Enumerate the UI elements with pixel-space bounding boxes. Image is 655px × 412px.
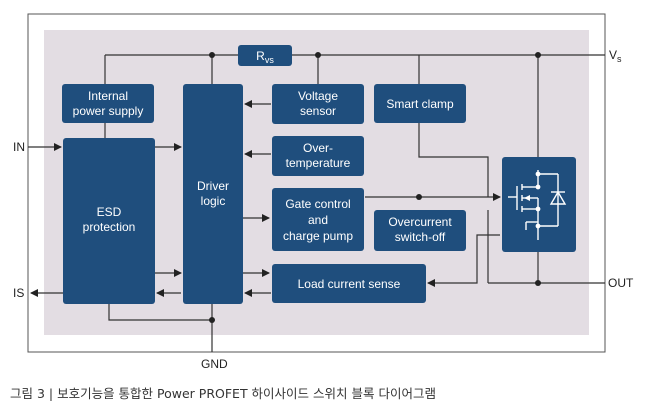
over-temperature-block: Over- temperature [272, 136, 364, 176]
svg-text:switch-off: switch-off [395, 230, 446, 244]
mosfet-symbol-icon [508, 170, 567, 240]
svg-text:ESD: ESD [97, 205, 122, 219]
smart-clamp-block: Smart clamp [374, 84, 466, 123]
svg-text:Internal: Internal [88, 89, 128, 103]
pin-is-label: IS [13, 286, 24, 300]
load-current-sense-block: Load current sense [272, 264, 426, 303]
pin-out-label: OUT [608, 276, 634, 290]
internal-power-supply-block: Internal power supply [62, 84, 154, 123]
voltage-sensor-block: Voltage sensor [272, 84, 364, 124]
svg-text:power supply: power supply [73, 104, 144, 118]
svg-text:charge pump: charge pump [283, 229, 353, 243]
power-mosfet-block [502, 157, 576, 252]
pin-in-label: IN [13, 140, 25, 154]
svg-text:Load current sense: Load current sense [298, 277, 401, 291]
figure-caption: 그림 3 | 보호기능을 통합한 Power PROFET 하이사이드 스위치 … [10, 386, 436, 401]
svg-text:Rvs: Rvs [256, 49, 274, 65]
driver-logic-block: Driver logic [183, 84, 243, 304]
svg-text:and: and [308, 213, 328, 227]
overcurrent-switch-off-block: Overcurrent switch-off [374, 210, 466, 251]
svg-text:logic: logic [201, 194, 226, 208]
svg-text:Voltage: Voltage [298, 89, 338, 103]
gate-control-charge-pump-block: Gate control and charge pump [272, 188, 364, 251]
svg-text:sensor: sensor [300, 104, 336, 118]
svg-text:protection: protection [83, 220, 136, 234]
esd-protection-block: ESD protection [63, 138, 155, 304]
rvs-resistor: Rvs [238, 45, 292, 66]
svg-text:Overcurrent: Overcurrent [388, 215, 452, 229]
pin-vs-label: Vs [609, 48, 622, 64]
pin-gnd-label: GND [201, 357, 228, 371]
svg-text:Smart clamp: Smart clamp [386, 97, 454, 111]
svg-text:temperature: temperature [286, 156, 351, 170]
svg-text:Driver: Driver [197, 179, 229, 193]
svg-text:Over-: Over- [303, 141, 333, 155]
svg-text:Gate control: Gate control [285, 197, 350, 211]
